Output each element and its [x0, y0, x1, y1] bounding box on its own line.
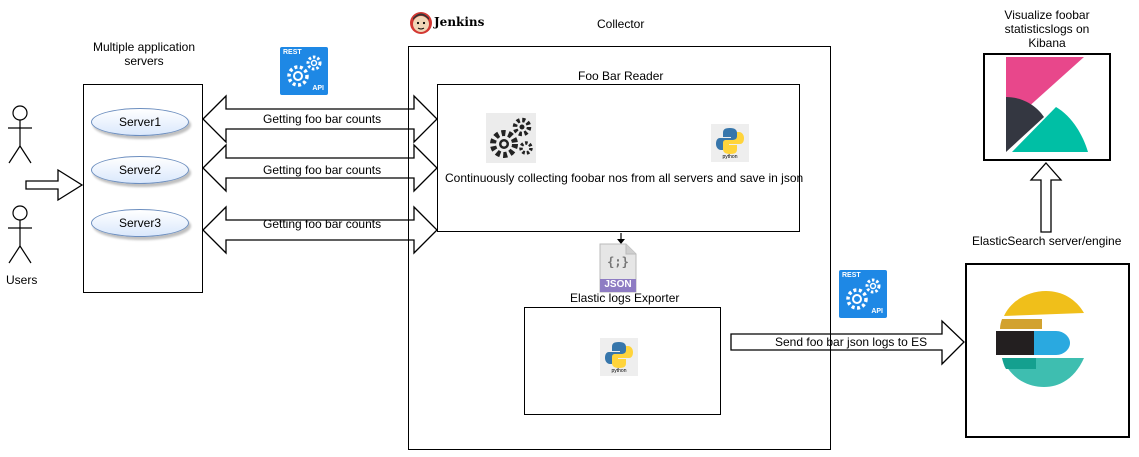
python-label-reader: python: [722, 154, 738, 160]
rest-api-icon-top: REST API: [280, 47, 328, 95]
kibana-caption-line2: statisticslogs on: [1004, 22, 1090, 36]
kibana-logo-icon: [1006, 57, 1088, 152]
rest-api-icon-bottom: REST API: [839, 270, 887, 318]
user-figure-2: [8, 205, 32, 264]
foo-bar-reader-description: Continuously collecting foobar nos from …: [445, 171, 804, 185]
app-servers-title: Multiple application servers: [84, 40, 204, 68]
rest-api-bottom-text-2: API: [871, 308, 883, 315]
server2-node[interactable]: Server2: [91, 156, 189, 184]
link-label-to-es: Send foo bar json logs to ES: [775, 335, 928, 349]
app-servers-title-line1: Multiple application: [92, 40, 196, 54]
users-label: Users: [6, 273, 38, 287]
rest-api-top-text-2: REST: [842, 272, 861, 279]
server3-node[interactable]: Server3: [91, 209, 189, 237]
jenkins-label: Jenkins: [434, 15, 485, 29]
kibana-caption: Visualize foobar statisticslogs on Kiban…: [980, 8, 1114, 50]
link-label-server2: Getting foo bar counts: [263, 163, 382, 177]
rest-api-top-text: REST: [283, 49, 302, 56]
kibana-caption-line3: Kibana: [1028, 36, 1066, 50]
json-braces: {;}: [607, 255, 629, 269]
kibana-up-arrow: [1029, 162, 1063, 233]
app-servers-title-line2: servers: [124, 54, 164, 68]
server1-node[interactable]: Server1: [91, 108, 189, 136]
kibana-caption-line1: Visualize foobar: [1004, 8, 1090, 22]
es-arrow: [730, 319, 965, 366]
gears-icon: [486, 113, 536, 163]
foo-bar-reader-title: Foo Bar Reader: [578, 69, 664, 83]
jenkins-butler-icon: [410, 12, 432, 34]
user-figure-1: [8, 105, 32, 164]
elasticsearch-logo-icon: [996, 291, 1084, 387]
exporter-title: Elastic logs Exporter: [570, 291, 680, 305]
link-label-server1: Getting foo bar counts: [263, 112, 382, 126]
jenkins-logo: Jenkins: [408, 9, 488, 37]
reader-to-json-arrow: [617, 239, 625, 244]
elasticsearch-label: ElasticSearch server/engine: [972, 234, 1122, 248]
users-arrow: [25, 168, 84, 202]
python-icon-reader: python: [711, 124, 749, 162]
collector-title: Collector: [597, 17, 645, 31]
link-label-server3: Getting foo bar counts: [263, 217, 382, 231]
rest-api-bottom-text: API: [312, 85, 324, 92]
collector-box: [408, 46, 831, 450]
json-label: JSON: [604, 279, 632, 290]
python-label-exporter: python: [611, 368, 627, 374]
python-icon-exporter: python: [600, 338, 638, 376]
json-file-icon: {;} JSON: [598, 243, 638, 293]
